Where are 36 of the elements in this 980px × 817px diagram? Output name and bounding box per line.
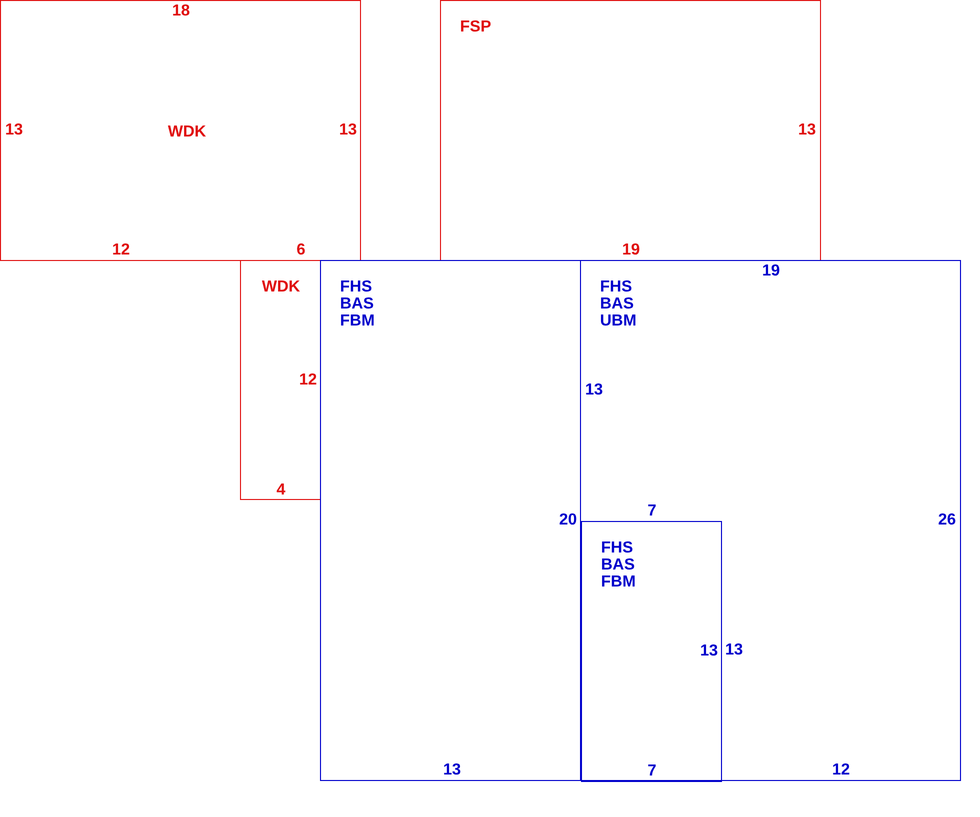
room-code: BAS — [340, 296, 374, 312]
dimension-label: 13 — [5, 122, 23, 138]
dimension-label: 18 — [172, 2, 190, 20]
room-code: UBM — [600, 312, 636, 330]
dimension-label: 13 — [725, 642, 743, 658]
dimension-label: 7 — [648, 502, 656, 520]
room-code: WDK — [168, 124, 206, 140]
room-outline — [0, 0, 361, 261]
dimension-label: 12 — [299, 372, 317, 388]
room-code: FBM — [340, 312, 375, 330]
room-outline — [240, 260, 321, 500]
dimension-label: 13 — [585, 382, 603, 398]
room-outline — [320, 260, 581, 781]
dimension-label: 12 — [832, 762, 850, 778]
room-outline — [440, 0, 821, 261]
dimension-label: 13 — [339, 122, 357, 138]
dimension-label: 7 — [648, 762, 656, 780]
dimension-label: 13 — [443, 762, 461, 778]
dimension-label: 20 — [559, 512, 577, 528]
dimension-label: 13 — [798, 122, 816, 138]
room-code: FSP — [460, 18, 492, 36]
dimension-label: 4 — [276, 482, 286, 498]
room-code: BAS — [601, 556, 635, 574]
dimension-label: 13 — [700, 642, 718, 660]
dimension-label: 19 — [622, 242, 640, 258]
dimension-label: 6 — [296, 242, 306, 258]
dimension-label: 26 — [938, 512, 956, 528]
room-code: BAS — [600, 296, 634, 312]
room-outline — [580, 260, 961, 781]
room-code: FBM — [601, 574, 636, 590]
dimension-label: 19 — [762, 262, 780, 280]
dimension-label: 12 — [112, 242, 130, 258]
room-code: FHS — [340, 278, 372, 296]
room-code: FHS — [601, 540, 633, 556]
room-code: FHS — [600, 278, 632, 296]
room-code: WDK — [262, 278, 300, 296]
